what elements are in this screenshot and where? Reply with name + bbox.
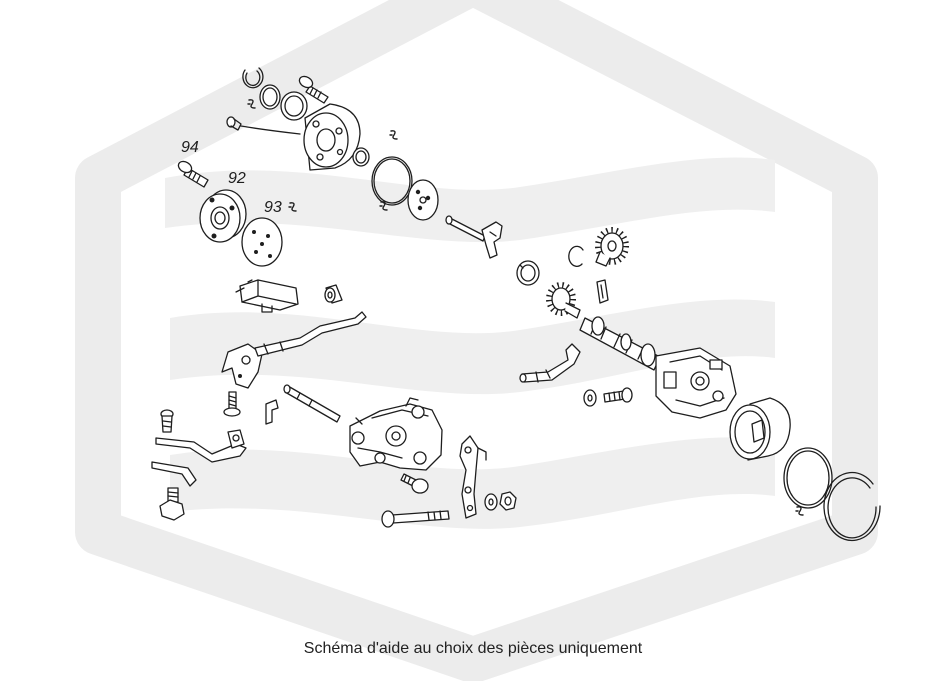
circlip-top [242,67,264,89]
split-ring [516,260,540,286]
diagram-caption: Schéma d'aide au choix des pièces unique… [303,640,643,657]
bolt-left-top [160,409,174,433]
drive-gear-lower [546,282,581,319]
small-nipple [583,389,597,407]
bolt-housing [400,473,429,494]
throttle-rod [283,384,341,423]
clip-right [796,507,803,515]
long-bolt [381,510,450,528]
flange-92 [199,189,247,243]
adjusting-lever [459,435,487,519]
bracket-lower-left [151,461,197,487]
seal-ring-top [280,91,308,121]
relay-bracket [235,279,299,313]
governor-housing [655,347,737,419]
shaft-lever [445,215,503,259]
bolt-top [298,75,329,104]
bolt-left-bottom [159,487,185,521]
plate-93 [241,217,283,267]
circlip-gear [568,245,584,267]
drive-gear-upper [595,227,629,267]
governor-shaft [579,316,661,371]
linkage-lever [221,311,367,389]
label-92: 92 [228,170,246,187]
screw-vertical [223,391,241,417]
pin-small [226,116,301,135]
spring-clip [596,279,609,304]
sealing-ring-right [783,447,833,509]
pump-body [349,397,443,471]
retaining-clip [265,399,279,425]
watermark-logo [75,0,878,681]
pump-housing [303,103,361,171]
o-ring-large [371,156,413,206]
governor-cover [729,397,791,461]
nut [499,491,517,511]
watermark-stripe-top [165,157,775,243]
washer [484,493,498,511]
watermark-stripe-middle [170,299,775,395]
ring-small-mid [352,147,370,167]
bolt-94 [177,160,209,188]
clip-top-2 [390,131,397,139]
label-93: 93 [264,199,282,216]
bushing [324,284,343,304]
bent-tube [519,343,581,383]
label-94: 94 [181,139,199,156]
circlip-large [823,471,881,542]
bolt-mid-right [603,387,633,403]
watermark-hexagon [75,0,878,681]
port-plate [407,179,439,221]
ring-small-top [259,84,281,110]
bracket-upper-left [155,429,247,463]
